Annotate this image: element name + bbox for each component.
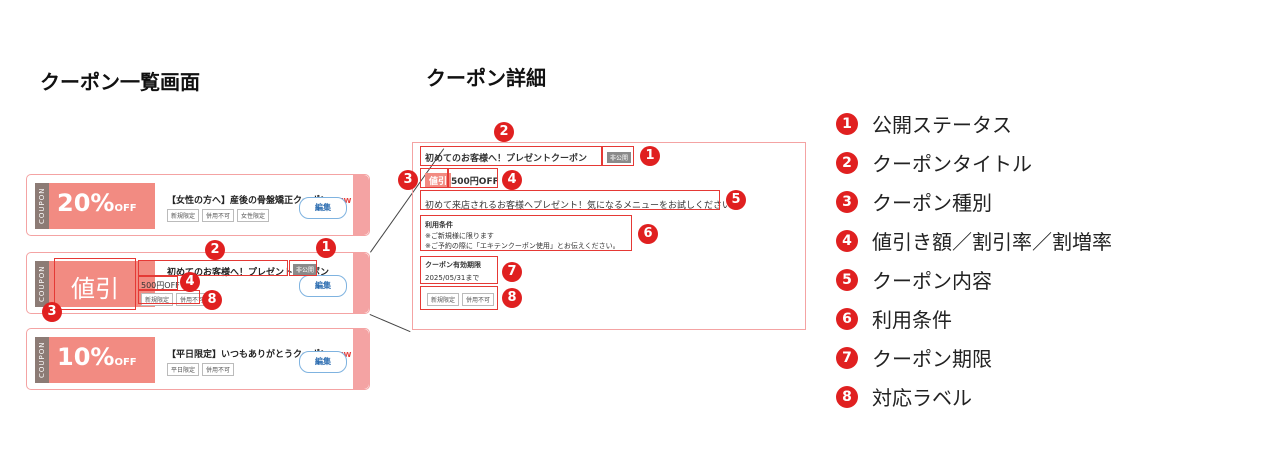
legend-item: 3 クーポン種別 bbox=[836, 182, 1112, 221]
legend-number: 2 bbox=[836, 151, 858, 174]
marker-4: 4 bbox=[180, 272, 200, 292]
tag: 新規限定 bbox=[427, 293, 460, 306]
card-edge bbox=[353, 175, 369, 235]
marker-7: 7 bbox=[502, 262, 522, 282]
highlight-detail-status bbox=[602, 146, 634, 166]
tag: 併用不可 bbox=[202, 209, 235, 222]
highlight-detail-title bbox=[420, 146, 602, 166]
highlight-title bbox=[138, 260, 288, 276]
connector-line bbox=[369, 314, 411, 333]
marker-6: 6 bbox=[638, 224, 658, 244]
detail-type: 値引 bbox=[425, 173, 452, 188]
legend-number: 8 bbox=[836, 385, 858, 408]
coupon-vertical-label: COUPON bbox=[35, 337, 49, 383]
conditions-label: 利用条件 bbox=[425, 221, 453, 229]
marker-1: 1 bbox=[316, 238, 336, 258]
highlight-detail-conditions bbox=[420, 215, 632, 251]
coupon-tags: 新規限定 併用不可 女性限定 bbox=[167, 209, 270, 222]
legend-item: 1 公開ステータス bbox=[836, 104, 1112, 143]
legend-item: 4 値引き額／割引率／割増率 bbox=[836, 221, 1112, 260]
highlight-amount bbox=[138, 276, 178, 290]
highlight-detail-tags bbox=[420, 286, 498, 310]
period-value: 2025/05/31まで bbox=[425, 274, 480, 282]
legend-number: 7 bbox=[836, 346, 858, 369]
coupon-card[interactable]: COUPON 20%OFF 【女性の方へ】産後の骨盤矯正クーポンNEW 新規限定… bbox=[26, 174, 370, 236]
legend-item: 5 クーポン内容 bbox=[836, 260, 1112, 299]
legend-item: 8 対応ラベル bbox=[836, 377, 1112, 416]
detail-tags: 新規限定 併用不可 bbox=[427, 293, 495, 306]
legend-label: 値引き額／割引率／割増率 bbox=[872, 230, 1112, 254]
marker-8: 8 bbox=[202, 290, 222, 310]
coupon-detail-panel: 初めてのお客様へ！プレゼントクーポン 非公開 値引 500円OFF 初めて来店さ… bbox=[412, 142, 806, 330]
legend-item: 7 クーポン期限 bbox=[836, 338, 1112, 377]
detail-title: 初めてのお客様へ！プレゼントクーポン bbox=[425, 154, 588, 164]
detail-amount: 500円OFF bbox=[451, 177, 499, 187]
marker-2: 2 bbox=[205, 240, 225, 260]
card-edge bbox=[353, 329, 369, 389]
condition-line: ※ご新規様に限ります bbox=[425, 232, 494, 240]
edit-button[interactable]: 編集 bbox=[299, 197, 347, 219]
status-badge: 非公開 bbox=[293, 264, 318, 275]
coupon-stub: COUPON 10%OFF bbox=[35, 337, 155, 383]
marker-3: 3 bbox=[42, 302, 62, 322]
marker-2: 2 bbox=[494, 122, 514, 142]
marker-3: 3 bbox=[398, 170, 418, 190]
legend-number: 3 bbox=[836, 190, 858, 213]
card-edge bbox=[353, 253, 369, 313]
legend-label: クーポン種別 bbox=[872, 191, 992, 215]
coupon-tags: 新規限定 併用不可 bbox=[141, 293, 209, 306]
detail-status-badge: 非公開 bbox=[607, 152, 632, 163]
legend: 1 公開ステータス 2 クーポンタイトル 3 クーポン種別 4 値引き額／割引率／割増率… bbox=[836, 104, 1112, 416]
coupon-amount: 500円OFF bbox=[141, 281, 180, 290]
legend-item: 6 利用条件 bbox=[836, 299, 1112, 338]
tag: 併用不可 bbox=[202, 363, 235, 376]
legend-label: クーポン期限 bbox=[872, 347, 992, 371]
legend-number: 6 bbox=[836, 307, 858, 330]
coupon-vertical-label: COUPON bbox=[35, 261, 49, 307]
coupon-stub: COUPON 20%OFF bbox=[35, 183, 155, 229]
legend-label: クーポン内容 bbox=[872, 269, 992, 293]
marker-4: 4 bbox=[502, 170, 522, 190]
highlight-status bbox=[289, 260, 317, 276]
tag: 平日限定 bbox=[167, 363, 200, 376]
edit-button[interactable]: 編集 bbox=[299, 351, 347, 373]
highlight-type bbox=[54, 258, 136, 310]
legend-number: 5 bbox=[836, 268, 858, 291]
legend-label: 対応ラベル bbox=[872, 386, 972, 410]
coupon-discount: 10%OFF bbox=[57, 343, 137, 371]
legend-number: 1 bbox=[836, 112, 858, 135]
tag: 新規限定 bbox=[167, 209, 200, 222]
legend-label: 公開ステータス bbox=[872, 113, 1012, 137]
highlight-detail-amount bbox=[448, 168, 498, 188]
condition-line: ※ご予約の際に「エキテンクーポン使用」とお伝えください。 bbox=[425, 242, 620, 250]
legend-label: クーポンタイトル bbox=[872, 152, 1032, 176]
tag: 新規限定 bbox=[141, 293, 174, 306]
detail-screen-heading: クーポン詳細 bbox=[426, 66, 546, 90]
legend-label: 利用条件 bbox=[872, 308, 952, 332]
marker-1: 1 bbox=[640, 146, 660, 166]
marker-5: 5 bbox=[726, 190, 746, 210]
coupon-tags: 平日限定 併用不可 bbox=[167, 363, 235, 376]
highlight-detail-type bbox=[420, 168, 448, 188]
detail-content: 初めて来店されるお客様へプレゼント！気になるメニューをお試しください♪ bbox=[425, 201, 737, 211]
coupon-title: 初めてのお客様へ！プレゼントクーポン bbox=[167, 268, 330, 278]
marker-8: 8 bbox=[502, 288, 522, 308]
tag: 併用不可 bbox=[462, 293, 495, 306]
coupon-vertical-label: COUPON bbox=[35, 183, 49, 229]
legend-item: 2 クーポンタイトル bbox=[836, 143, 1112, 182]
edit-button[interactable]: 編集 bbox=[299, 275, 347, 297]
coupon-card[interactable]: COUPON 10%OFF 【平日限定】いつもありがとうクーポンNEW 平日限定… bbox=[26, 328, 370, 390]
highlight-detail-content bbox=[420, 190, 720, 210]
legend-number: 4 bbox=[836, 229, 858, 252]
highlight-tags bbox=[138, 290, 200, 304]
highlight-detail-period bbox=[420, 256, 498, 284]
coupon-discount: 20%OFF bbox=[57, 189, 137, 217]
list-screen-heading: クーポン一覧画面 bbox=[40, 70, 200, 94]
coupon-type: 値引 bbox=[71, 275, 119, 303]
tag: 女性限定 bbox=[237, 209, 270, 222]
period-label: クーポン有効期限 bbox=[425, 261, 481, 269]
